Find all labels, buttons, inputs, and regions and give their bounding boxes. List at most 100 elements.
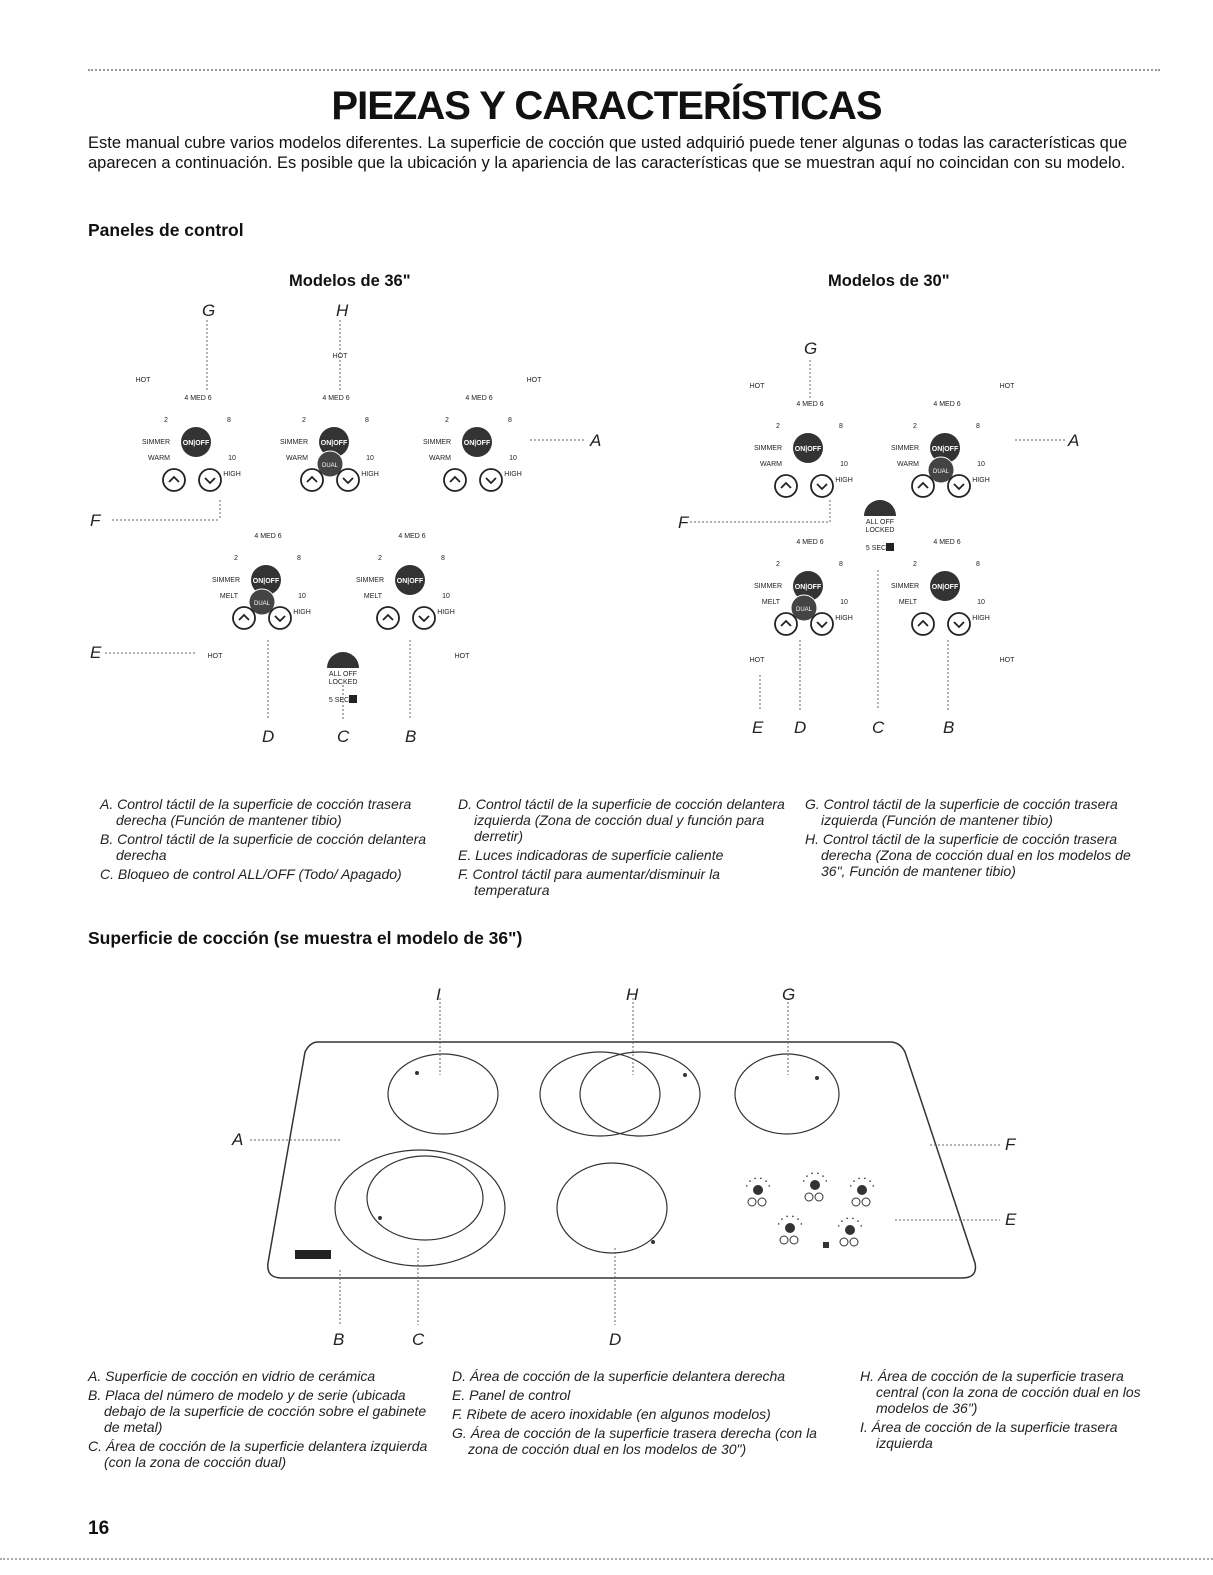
mini-lock-icon bbox=[823, 1242, 829, 1248]
dual-button[interactable]: DUAL bbox=[248, 588, 276, 616]
all-off-label: ALL OFF bbox=[329, 671, 357, 678]
locked-label: LOCKED bbox=[329, 679, 358, 686]
on-off-button[interactable]: ON|OFF bbox=[319, 427, 349, 457]
control-legend-col1: A. Control táctil de la superficie de co… bbox=[100, 796, 440, 885]
increase-arrow-icon[interactable] bbox=[162, 468, 186, 492]
decrease-arrow-icon[interactable] bbox=[412, 606, 436, 630]
dial-label: 2 bbox=[445, 417, 449, 424]
on-off-button[interactable]: ON|OFF bbox=[793, 433, 823, 463]
increase-arrow-icon[interactable] bbox=[774, 474, 798, 498]
dual-label: DUAL bbox=[796, 607, 813, 613]
legend-item: A. Superficie de cocción en vidrio de ce… bbox=[88, 1368, 376, 1384]
cooktop-label-e: E bbox=[1005, 1210, 1017, 1229]
increase-arrow-icon[interactable] bbox=[911, 612, 935, 636]
lock-icon bbox=[886, 543, 894, 551]
dual-label: DUAL bbox=[933, 469, 950, 475]
dial-label: HIGH bbox=[835, 477, 853, 484]
on-off-label: ON|OFF bbox=[795, 584, 822, 591]
dial-label: SIMMER bbox=[212, 577, 240, 584]
dial-label: 2 bbox=[913, 561, 917, 568]
decrease-arrow-icon[interactable] bbox=[479, 468, 503, 492]
on-off-button[interactable]: ON|OFF bbox=[930, 433, 960, 463]
dial-label: 4 MED 6 bbox=[322, 395, 349, 402]
dial-label: 8 bbox=[839, 561, 843, 568]
increase-arrow-icon[interactable] bbox=[774, 612, 798, 636]
hot-indicator-light: HOT bbox=[1000, 657, 1016, 664]
label-h-36: H bbox=[336, 301, 349, 320]
label-a-36: A bbox=[589, 431, 601, 450]
label-e-36: E bbox=[90, 643, 102, 662]
dial-label: 10 bbox=[977, 599, 985, 606]
mini-dial bbox=[777, 1215, 803, 1245]
cooktop-label-h: H bbox=[626, 985, 639, 1004]
cooktop-svg: I H G A F E B C D bbox=[231, 985, 1017, 1349]
on-off-button[interactable]: ON|OFF bbox=[462, 427, 492, 457]
dual-button[interactable]: DUAL bbox=[316, 450, 344, 478]
on-off-label: ON|OFF bbox=[253, 578, 280, 585]
dial-label: 4 MED 6 bbox=[254, 533, 281, 540]
mini-control-panel bbox=[745, 1172, 875, 1248]
on-off-button[interactable]: ON|OFF bbox=[251, 565, 281, 595]
cooktop-legend-col3: H. Área de cocción de la superficie tras… bbox=[860, 1368, 1160, 1454]
decrease-arrow-icon[interactable] bbox=[336, 468, 360, 492]
dial-label: 4 MED 6 bbox=[796, 401, 823, 408]
page-number: 16 bbox=[88, 1518, 110, 1539]
on-off-button[interactable]: ON|OFF bbox=[930, 571, 960, 601]
dial-label: 4 MED 6 bbox=[398, 533, 425, 540]
decrease-arrow-icon[interactable] bbox=[810, 612, 834, 636]
mini-dial bbox=[837, 1217, 863, 1247]
increase-arrow-icon[interactable] bbox=[300, 468, 324, 492]
dial-label: HIGH bbox=[361, 471, 379, 478]
decrease-arrow-icon[interactable] bbox=[268, 606, 292, 630]
model-36-label: Modelos de 36" bbox=[289, 272, 411, 290]
dial-label: MELT bbox=[762, 599, 781, 606]
hot-indicator-light: HOT bbox=[1000, 383, 1016, 390]
dial-label: 8 bbox=[976, 561, 980, 568]
cooktop-label-b: B bbox=[333, 1330, 344, 1349]
locked-label: LOCKED bbox=[866, 527, 895, 534]
label-f-30: F bbox=[678, 513, 690, 532]
label-d-30: D bbox=[794, 718, 806, 737]
decrease-arrow-icon[interactable] bbox=[947, 474, 971, 498]
label-f-36: F bbox=[90, 511, 102, 530]
increase-arrow-icon[interactable] bbox=[376, 606, 400, 630]
dial-label: 8 bbox=[508, 417, 512, 424]
bottom-dotted-rule bbox=[0, 1558, 1213, 1560]
lock-time-label: 5 SEC bbox=[866, 545, 886, 552]
burner-rear-center-outer bbox=[539, 1051, 661, 1137]
legend-item: G. Área de cocción de la superficie tras… bbox=[452, 1425, 817, 1457]
dial-label: 8 bbox=[839, 423, 843, 430]
dual-button[interactable]: DUAL bbox=[927, 456, 955, 484]
dial-label: HIGH bbox=[504, 471, 522, 478]
dual-button[interactable]: DUAL bbox=[790, 594, 818, 622]
model-plate bbox=[295, 1250, 331, 1259]
dial-label: WARM bbox=[897, 461, 919, 468]
label-g-30: G bbox=[804, 339, 817, 358]
increase-arrow-icon[interactable] bbox=[232, 606, 256, 630]
dial-label: 8 bbox=[976, 423, 980, 430]
on-off-button[interactable]: ON|OFF bbox=[395, 565, 425, 595]
increase-arrow-icon[interactable] bbox=[443, 468, 467, 492]
on-off-button[interactable]: ON|OFF bbox=[793, 571, 823, 601]
on-off-button[interactable]: ON|OFF bbox=[181, 427, 211, 457]
leader-lines bbox=[105, 320, 1065, 720]
hot-indicator-light: HOT bbox=[750, 657, 766, 664]
decrease-arrow-icon[interactable] bbox=[810, 474, 834, 498]
decrease-arrow-icon[interactable] bbox=[947, 612, 971, 636]
increase-arrow-icon[interactable] bbox=[911, 474, 935, 498]
dial-label: 8 bbox=[441, 555, 445, 562]
dual-label: DUAL bbox=[322, 463, 339, 469]
decrease-arrow-icon[interactable] bbox=[198, 468, 222, 492]
dial-label: 10 bbox=[298, 593, 306, 600]
burner-front-right bbox=[556, 1162, 668, 1254]
dial-label: WARM bbox=[286, 455, 308, 462]
dial-label: HIGH bbox=[972, 615, 990, 622]
